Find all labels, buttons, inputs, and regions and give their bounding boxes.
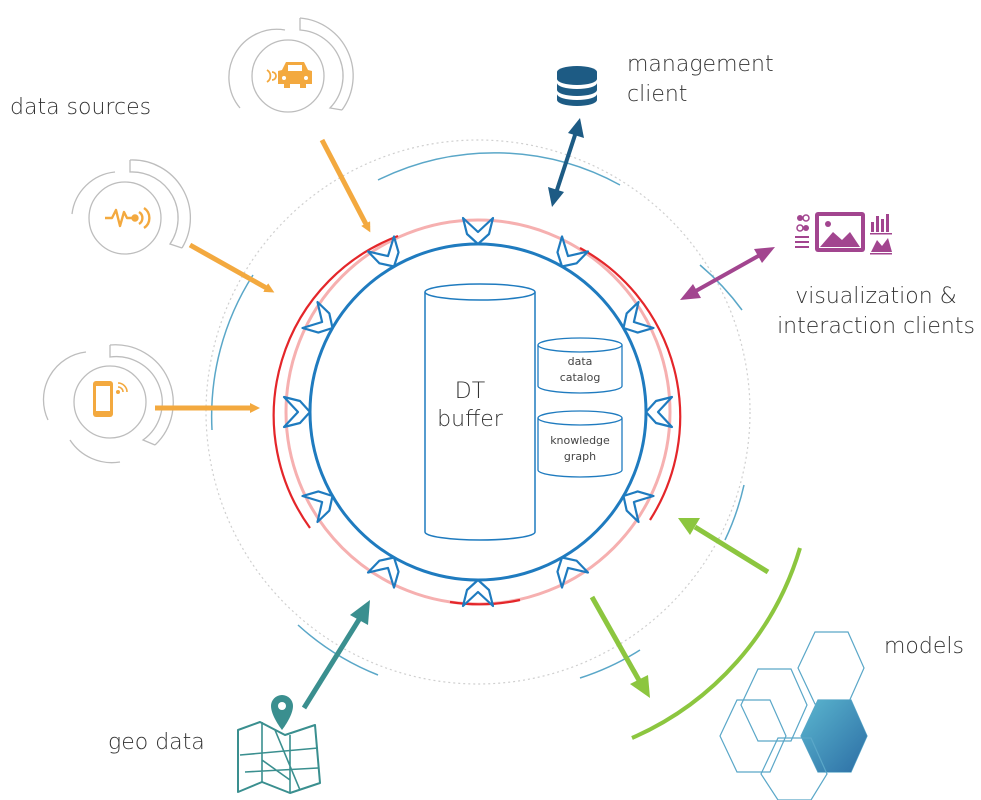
dt-buffer-cylinder — [424, 283, 536, 541]
connector-port — [461, 216, 495, 246]
car-data-arrow — [319, 138, 371, 233]
connector-group — [282, 216, 674, 608]
phone-source-node — [42, 344, 174, 464]
smartphone-icon — [93, 381, 128, 417]
models-label: models — [884, 634, 964, 659]
sensor-source-node — [71, 159, 192, 255]
connector-port — [556, 235, 590, 268]
connector-port — [301, 300, 334, 334]
data-catalog-cylinder — [537, 337, 623, 394]
sensor-signal-icon — [105, 207, 151, 229]
data-source-arrows — [155, 138, 371, 413]
model-input-arrow — [678, 518, 770, 575]
outer-boundary-circle — [205, 139, 751, 685]
outer-arc-top — [377, 152, 621, 186]
connector-port — [366, 556, 400, 589]
hexagon-cluster-icon — [719, 631, 868, 800]
management-arrow — [548, 118, 584, 207]
connector-port — [644, 395, 674, 429]
data-sources-label: data sources — [10, 95, 152, 120]
map-pin-icon — [237, 695, 321, 794]
sensor-data-arrow — [188, 242, 275, 293]
connector-port — [366, 235, 400, 268]
connector-port — [622, 490, 655, 524]
models-boundary-arc — [631, 547, 802, 740]
connector-port — [622, 300, 655, 334]
geo-data-label: geo data — [108, 730, 205, 755]
car-icon — [266, 62, 312, 88]
car-source-node — [228, 17, 354, 113]
connector-port — [282, 395, 312, 429]
database-icon — [557, 66, 597, 106]
outer-arc-right — [699, 264, 743, 311]
outer-arc-right-lower — [724, 484, 745, 541]
connector-port — [461, 578, 495, 608]
knowledge-graph-cylinder — [537, 410, 623, 478]
model-output-arrow — [589, 595, 650, 698]
connector-port — [556, 556, 590, 589]
visualization-clients-label: visualization & interaction clients — [777, 284, 975, 339]
security-arc-left — [272, 234, 399, 529]
security-arc-bottom — [449, 598, 521, 606]
visualization-dashboard-icon — [795, 212, 892, 255]
outer-arc-bottom-right — [579, 649, 641, 679]
connector-port — [301, 490, 334, 524]
outer-arc-left — [210, 274, 254, 431]
geo-data-arrow — [301, 600, 370, 710]
security-arc-right — [579, 247, 682, 521]
management-client-label: management client — [627, 52, 774, 107]
visualization-arrow — [680, 247, 775, 300]
